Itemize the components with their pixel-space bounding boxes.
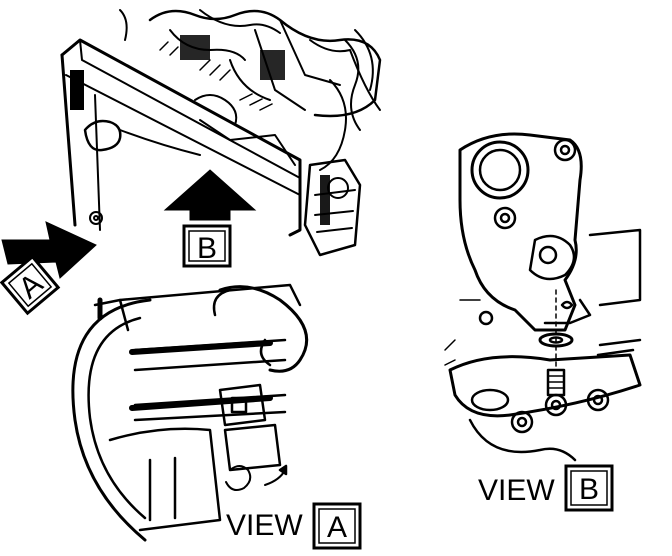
arrow-a-callout: A — [0, 221, 97, 316]
view-a-letter: A — [327, 511, 347, 544]
view-a-label: VIEW A — [226, 502, 362, 550]
view-b-letter: B — [579, 473, 599, 506]
arrow-b-callout: B — [163, 169, 257, 268]
arrow-b-icon — [163, 169, 257, 221]
view-b-letter-box — [564, 464, 614, 512]
view-a-illustration — [71, 283, 309, 542]
view-a-word: VIEW — [226, 509, 303, 542]
engine-radiator-illustration — [60, 9, 382, 257]
view-b-word: VIEW — [478, 474, 555, 507]
arrow-b-letter: B — [197, 232, 217, 265]
arrow-b-box — [182, 224, 232, 268]
view-a-letter-box — [312, 502, 362, 550]
view-b-label: VIEW B — [478, 464, 614, 512]
view-b-illustration — [444, 132, 642, 462]
arrow-a-box — [0, 254, 61, 316]
arrow-a-icon — [1, 221, 97, 279]
